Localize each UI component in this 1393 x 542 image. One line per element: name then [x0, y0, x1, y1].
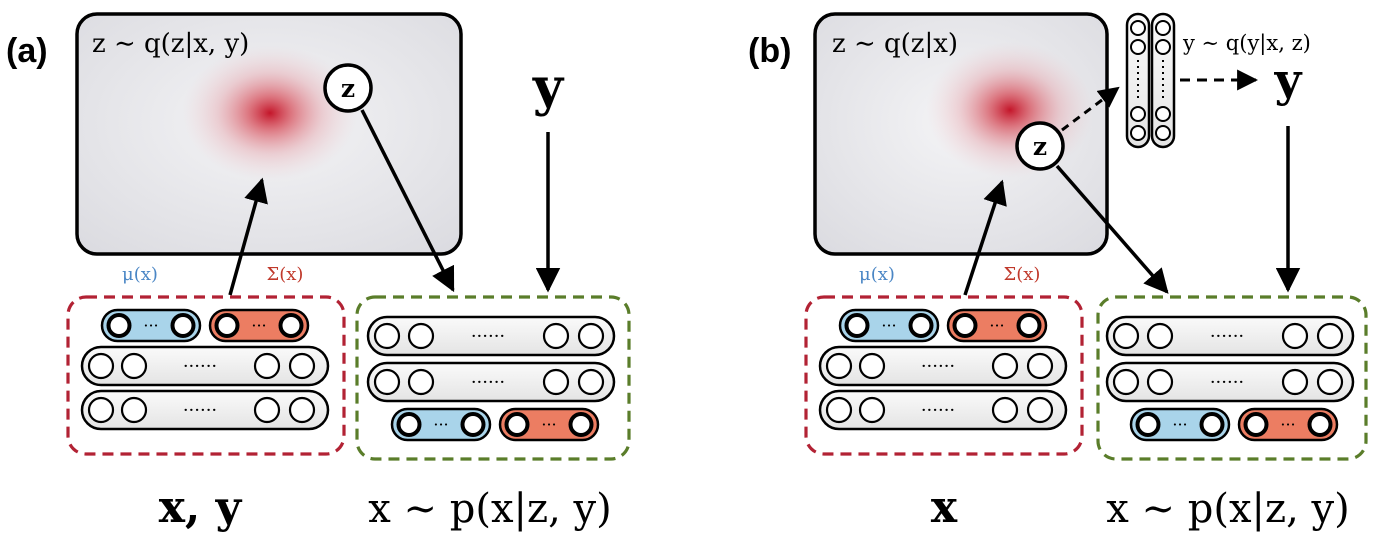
z-node-label-b: z [1033, 132, 1047, 161]
svg-text:···: ··· [989, 316, 1004, 335]
decoder-caption-b: x ∼ p(x|z, y) [1106, 486, 1349, 532]
z-node-b [1015, 121, 1065, 171]
decoder-layers-a: ······ ······ ··· ··· [366, 315, 616, 442]
z-node-a [323, 63, 373, 113]
sigma-label-a: Σ(x) [267, 264, 304, 285]
svg-text:······: ······ [183, 356, 217, 377]
svg-text:···: ··· [1280, 415, 1295, 434]
decoder-layers-b: ······ ······ ··· ··· [1105, 315, 1355, 442]
panel-a: (a) z ∼ q(z|x, y) z y μ(x) Σ(x) ··· [6, 12, 631, 533]
encoder-arrow-a [228, 177, 268, 296]
svg-text:······: ······ [1210, 372, 1244, 393]
encoder-caption-b: x [931, 482, 958, 533]
svg-text:······: ······ [1210, 326, 1244, 347]
svg-text:···: ··· [541, 415, 556, 434]
latent-formula-a: z ∼ q(z|x, y) [92, 29, 249, 59]
encoder-layers-a: ··· ··· ······ ······ [80, 308, 330, 431]
y-label-b: y [1274, 53, 1303, 107]
svg-text:······: ······ [471, 326, 505, 347]
encoder-arrow-b [963, 179, 1007, 296]
encoder-layers-b: ··· ··· ······ ······ [818, 308, 1068, 431]
mu-label-b: μ(x) [859, 264, 895, 285]
z-node-label-a: z [341, 74, 355, 103]
svg-text:···: ··· [251, 316, 266, 335]
latent-formula-b: z ∼ q(z|x) [832, 29, 958, 59]
decoder-box-a [355, 295, 631, 461]
decoder-caption-a: x ∼ p(x|z, y) [368, 486, 611, 532]
y-label-a: y [532, 57, 565, 118]
svg-text:······: ······ [471, 372, 505, 393]
panel-a-label: (a) [6, 32, 48, 70]
svg-text:···: ··· [881, 316, 896, 335]
latent-density-b [926, 42, 1094, 178]
z-to-decoder-arrow-b [1055, 164, 1169, 294]
sigma-label-b: Σ(x) [1004, 264, 1041, 285]
decoder-box-b [1096, 295, 1368, 461]
classifier-formula-b: y ∼ q(y|x, z) [1182, 31, 1311, 56]
svg-text:······: ······ [921, 356, 955, 377]
z-to-classifier-arrow [1061, 86, 1120, 132]
svg-text:······: ······ [183, 400, 217, 421]
latent-density-a [182, 45, 358, 181]
svg-text:······: ······ [921, 400, 955, 421]
panel-b-label: (b) [748, 32, 791, 70]
svg-text:···: ··· [143, 316, 158, 335]
encoder-box-a [66, 295, 346, 456]
svg-text:···: ··· [1172, 415, 1187, 434]
panel-b: (b) z ∼ q(z|x) z y ∼ q(y|x, z) y [748, 12, 1368, 533]
mu-label-a: μ(x) [122, 264, 158, 285]
z-to-decoder-arrow-a [360, 109, 455, 293]
encoder-box-b [804, 295, 1084, 456]
classifier-network-b [1125, 12, 1176, 149]
svg-text:···: ··· [433, 415, 448, 434]
encoder-caption-a: x, y [159, 482, 243, 533]
